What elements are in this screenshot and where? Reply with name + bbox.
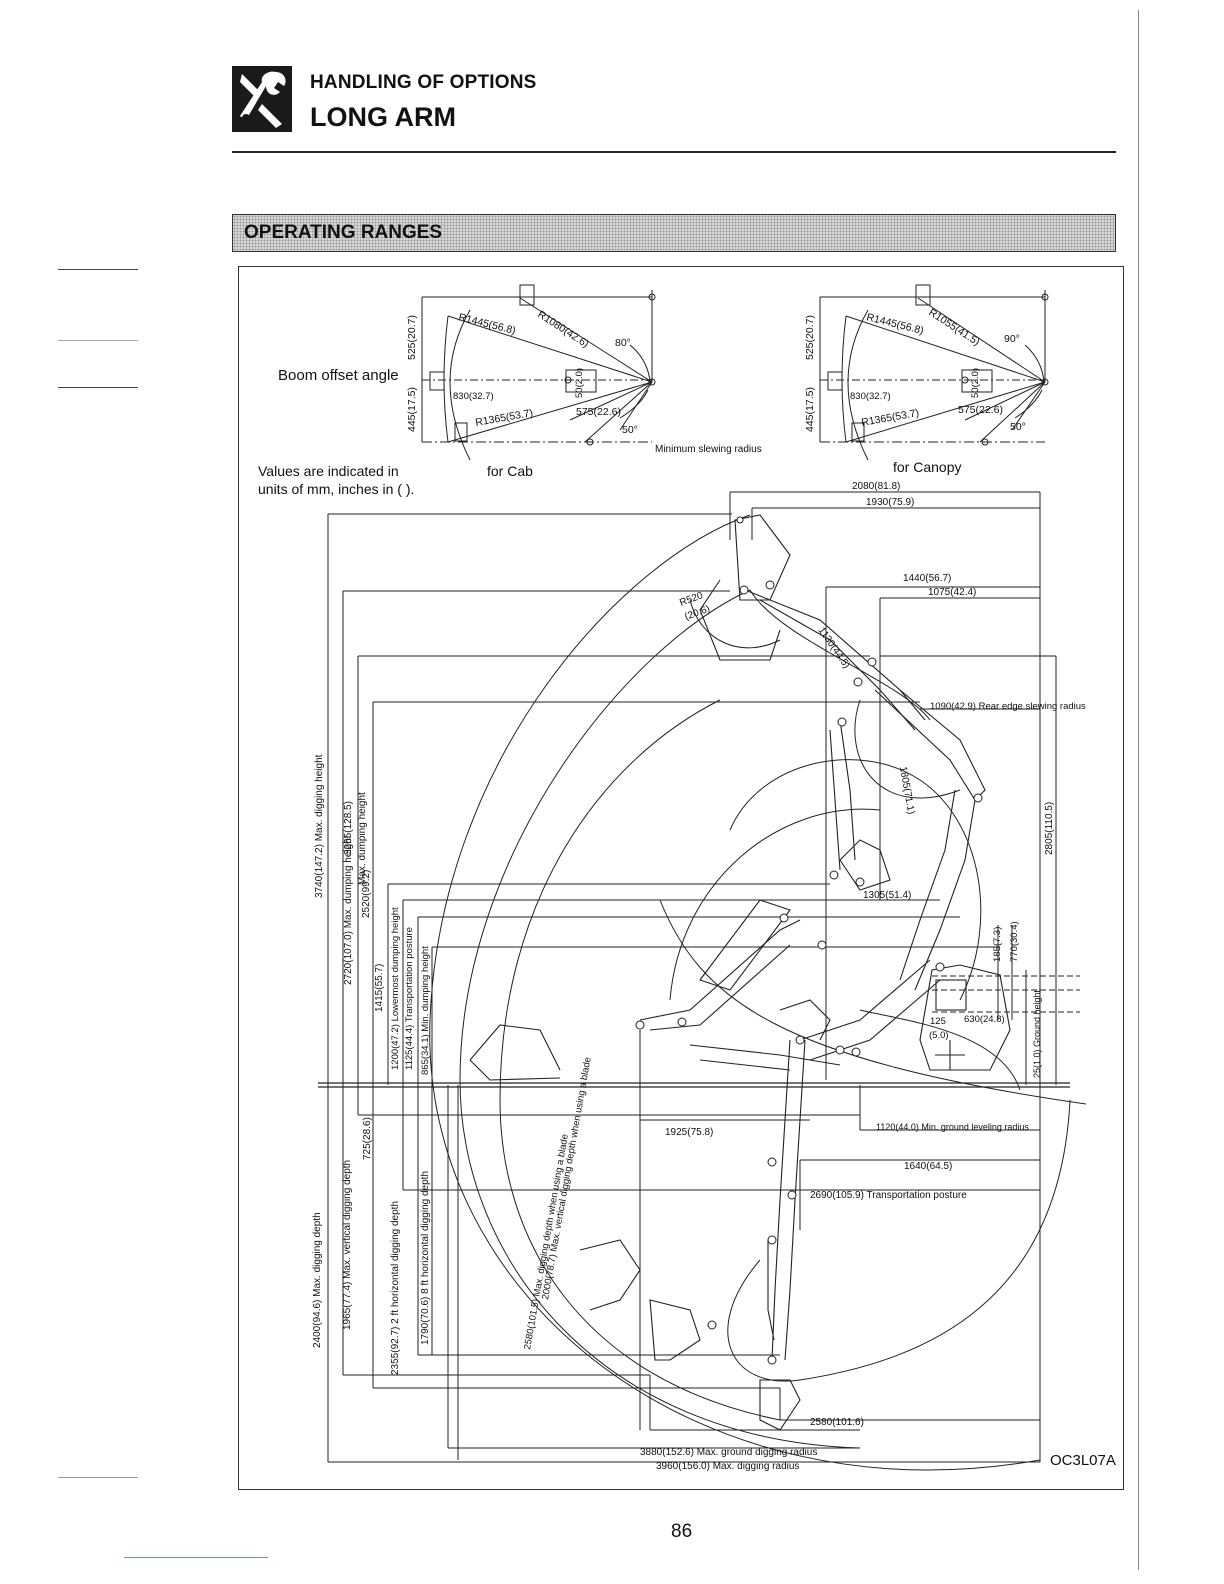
header-divider	[232, 151, 1116, 153]
dim-label: 2690(105.9) Transportation posture	[810, 1190, 967, 1201]
units-note: Values are indicated in units of mm, inc…	[258, 462, 414, 498]
dim-label: 3265(128.5)	[343, 801, 354, 855]
dim-label: 1415(55.7)	[374, 964, 385, 1012]
dim-label: 2000(78.7) Max. vertical digging depth w…	[540, 1056, 594, 1300]
dim-label: R1080(42.6)	[535, 308, 590, 350]
dim-label: 80°	[615, 337, 631, 349]
dim-label: 865(34.1) Min. dumping height	[420, 946, 431, 1075]
dim-label: 1930(75.9)	[866, 497, 914, 508]
dim-label: 525(20.7)	[406, 315, 418, 360]
dim-label: 575(22.6)	[576, 406, 621, 418]
dim-label: 1090(42.9) Rear edge slewing radius	[930, 701, 1086, 712]
dim-label: 3880(152.6) Max. ground digging radius	[640, 1447, 817, 1458]
dim-label: 770(30.4)	[1009, 921, 1020, 962]
boom-arm-linework	[469, 514, 1011, 1431]
boom-offset-label: Boom offset angle	[278, 367, 399, 384]
footer-rule	[124, 1557, 268, 1558]
section-bar	[232, 214, 1116, 252]
dimension-lines	[318, 491, 1080, 1463]
wrench-screwdriver-icon	[232, 66, 292, 132]
cab-offset-diagram	[421, 284, 656, 461]
dim-label: 90°	[1004, 333, 1020, 345]
dim-label: 50°	[622, 424, 638, 436]
dim-label: R1055(41.5)	[926, 306, 981, 348]
dim-label: 1120(44.0) Min. ground leveling radius	[876, 1122, 1029, 1132]
range-arcs	[429, 514, 1087, 1471]
units-note-line2: units of mm, inches in ( ).	[258, 481, 415, 497]
dim-label: Max. dumping height	[357, 792, 368, 885]
dim-label: 1125(44.4) Transportation posture	[404, 927, 415, 1070]
dimension-labels: R1445(56.8) R1080(42.6) 80° 525(20.7) 44…	[312, 306, 1086, 1472]
dim-label: 445(17.5)	[804, 387, 816, 432]
margin-rule	[58, 269, 138, 270]
dim-label: 1305(51.4)	[863, 890, 911, 901]
dim-label: 185(7.3)	[992, 927, 1003, 962]
margin-rule	[58, 340, 138, 341]
dim-label: 2355(92.7) 2 ft horizontal digging depth	[390, 1201, 401, 1375]
page-number: 86	[671, 1521, 693, 1542]
figure-frame	[238, 266, 1124, 1490]
dim-label: 575(22.6)	[958, 404, 1003, 416]
page-title: LONG ARM	[310, 102, 456, 132]
dim-label: 1925(75.8)	[665, 1127, 713, 1138]
dim-label: 1805(71.1)	[897, 766, 916, 816]
dim-label: 25(1.0) Ground height	[1032, 989, 1042, 1078]
dim-label: 2520(99.2)	[361, 870, 372, 918]
dim-label: (5.0)	[929, 1030, 949, 1041]
figure-code: OC3L07A	[1050, 1452, 1116, 1469]
dim-label: 830(32.7)	[850, 391, 891, 402]
margin-rule	[58, 1477, 138, 1478]
dim-label: 630(24.8)	[964, 1014, 1005, 1025]
dim-label: 2400(94.6) Max. digging depth	[312, 1212, 323, 1348]
section-label: HANDLING OF OPTIONS	[310, 72, 537, 93]
dim-label: 2580(101.6)	[810, 1417, 864, 1428]
canopy-offset-diagram	[819, 284, 1049, 461]
dim-label: R1445(56.8)	[865, 311, 925, 337]
dim-label: 3960(156.0) Max. digging radius	[656, 1461, 799, 1472]
dim-label: 3740(147.2) Max. digging height	[314, 754, 325, 898]
dim-label: 50(2.0)	[970, 368, 981, 398]
dim-label: 725(28.6)	[362, 1117, 373, 1160]
cab-caption: for Cab	[487, 463, 533, 479]
dim-label: 2720(107.0) Max. dumping height	[343, 835, 354, 985]
dim-label: 830(32.7)	[453, 391, 494, 402]
dim-label: 1790(70.6) 8 ft horizontal digging depth	[420, 1171, 431, 1345]
dim-label: 1075(42.4)	[928, 587, 976, 598]
dim-label: 1440(56.7)	[903, 573, 951, 584]
dim-label: 2805(110.5)	[1044, 802, 1055, 855]
dim-label: 525(20.7)	[804, 315, 816, 360]
dim-label: 445(17.5)	[406, 387, 418, 432]
dim-label: R1445(56.8)	[457, 311, 517, 337]
min-slewing-label: Minimum slewing radius	[655, 444, 762, 455]
canopy-caption: for Canopy	[893, 459, 961, 475]
dim-label: R1365(53.7)	[860, 407, 920, 429]
dim-label: 1200(47.2) Lowermost dumping height	[390, 907, 401, 1070]
dim-label: 1965(77.4) Max. vertical digging depth	[342, 1160, 353, 1330]
dim-label: 125	[930, 1016, 946, 1027]
dim-label: 50(2.0)	[574, 368, 585, 398]
dim-label: 50°	[1010, 421, 1026, 433]
page-edge-rule	[1138, 10, 1139, 1570]
section-title: OPERATING RANGES	[244, 222, 443, 243]
margin-rule	[58, 387, 138, 388]
units-note-line1: Values are indicated in	[258, 463, 399, 479]
dim-label: 1640(64.5)	[904, 1161, 952, 1172]
dim-label: 2080(81.8)	[852, 481, 900, 492]
